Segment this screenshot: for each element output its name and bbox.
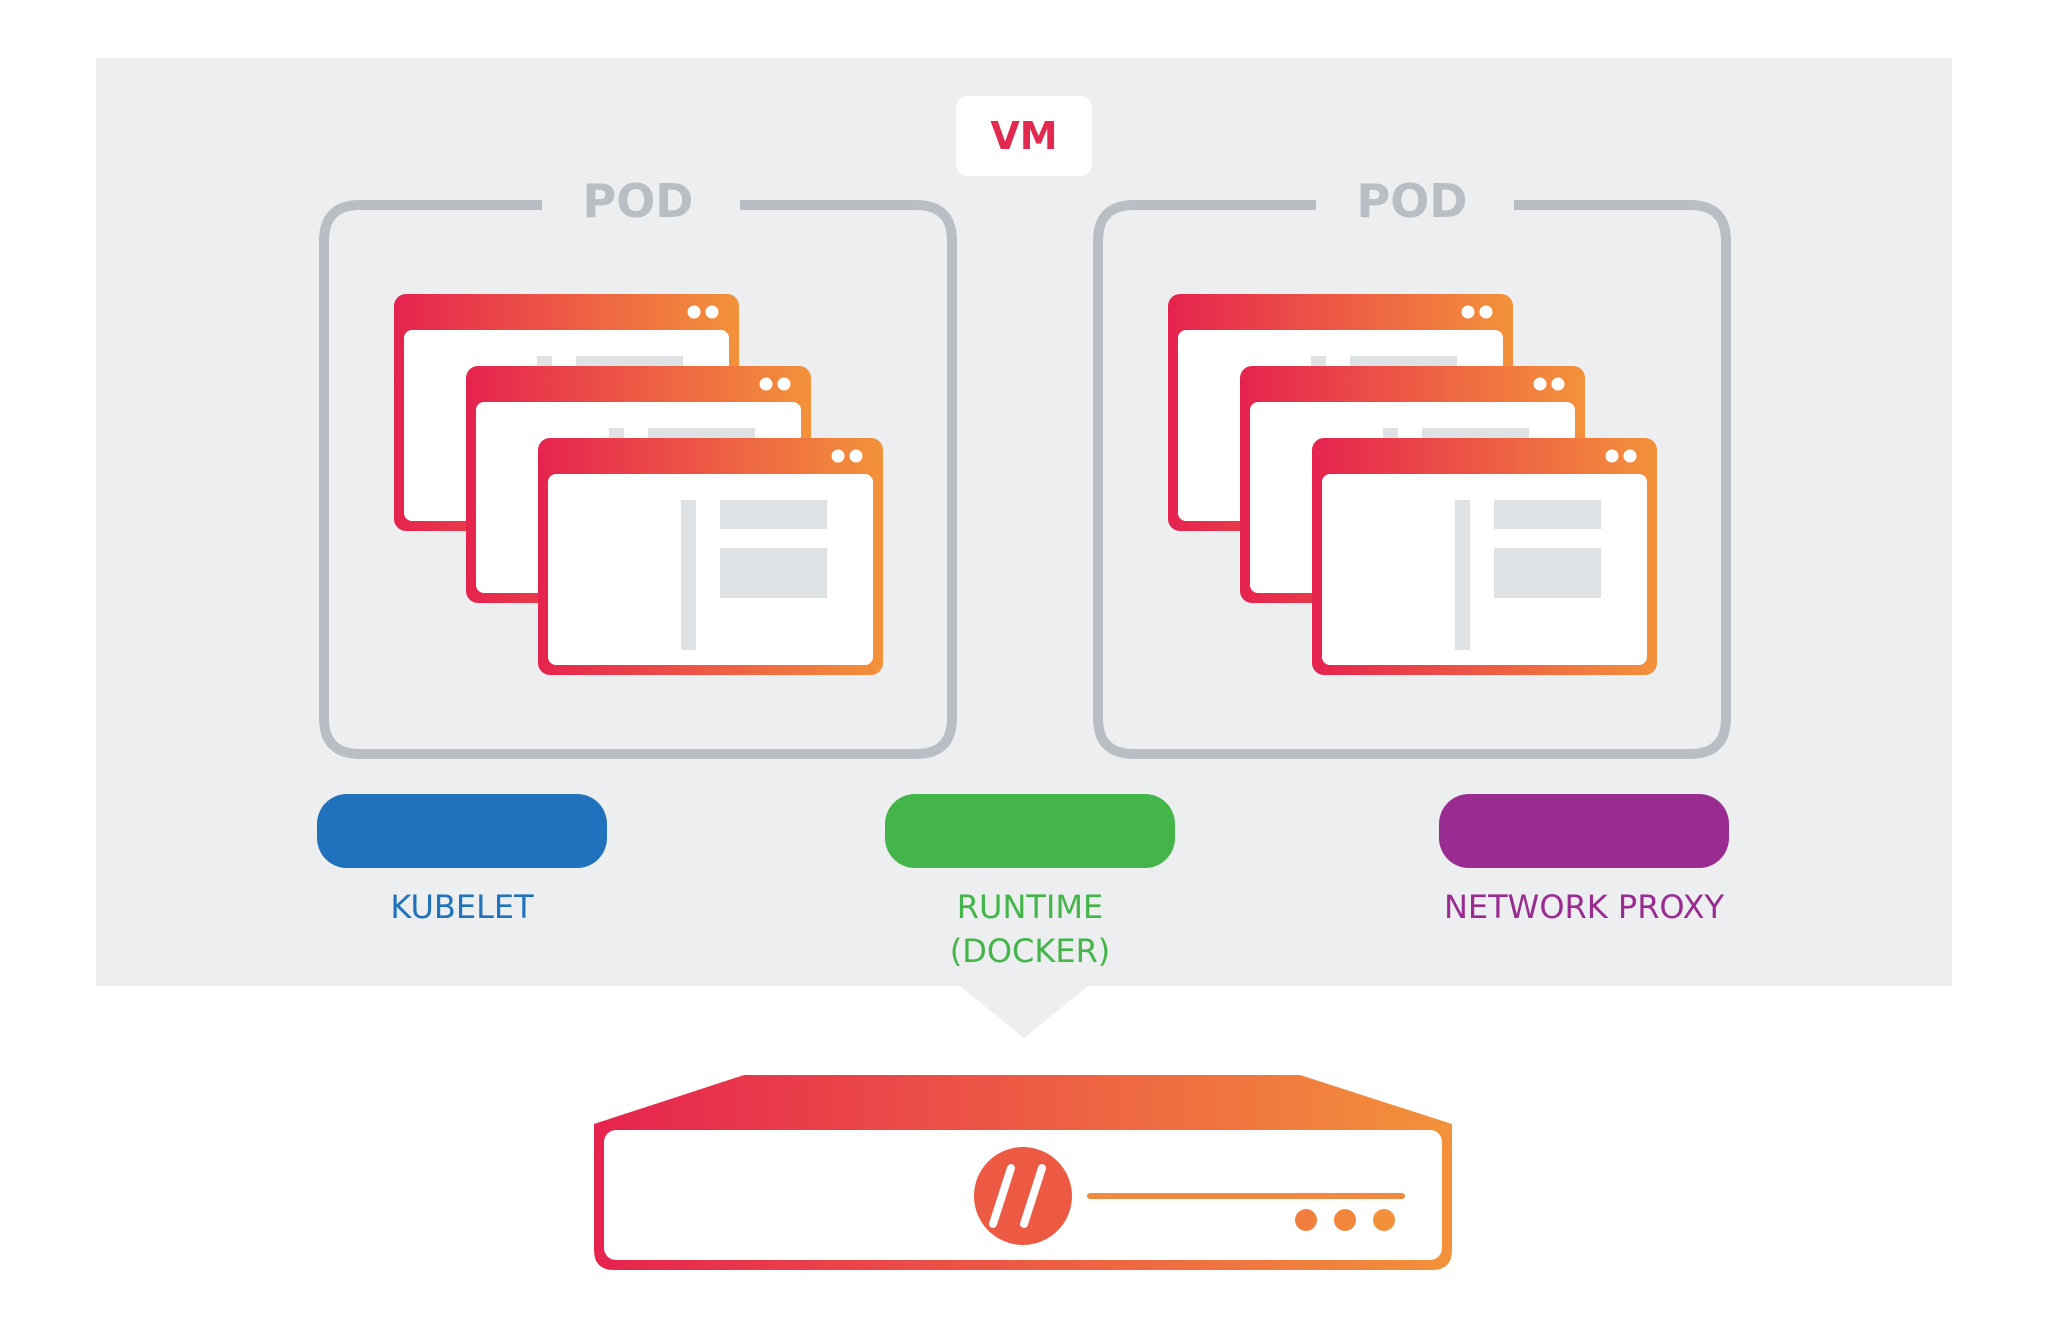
runtime-bar — [885, 794, 1175, 868]
pod-2: POD — [1093, 174, 1731, 759]
component-network-proxy: NETWORK PROXY — [1439, 794, 1729, 926]
pod-1-frame — [319, 200, 957, 759]
status-dot — [1295, 1209, 1317, 1231]
runtime-label: RUNTIME — [957, 888, 1103, 926]
kubelet-label: KUBELET — [390, 888, 534, 926]
component-kubelet: KUBELET — [317, 794, 607, 926]
pod-1-label: POD — [582, 174, 693, 228]
pod-2-frame — [1093, 200, 1731, 759]
vm-label-box: VM — [956, 96, 1092, 176]
status-dot — [1373, 1209, 1395, 1231]
container-1-3 — [538, 438, 883, 675]
double-slash-logo-icon — [974, 1147, 1072, 1245]
component-runtime: RUNTIME (DOCKER) — [885, 794, 1175, 970]
kubelet-bar — [317, 794, 607, 868]
runtime-label-docker: (DOCKER) — [950, 932, 1111, 970]
server-appliance-icon — [594, 1075, 1452, 1270]
pod-2-label: POD — [1356, 174, 1467, 228]
container-2-3 — [1312, 438, 1657, 675]
status-dot — [1334, 1209, 1356, 1231]
pod-1: POD — [319, 174, 957, 759]
vm-pointer — [960, 986, 1088, 1038]
network-proxy-bar — [1439, 794, 1729, 868]
vm-label: VM — [990, 114, 1057, 158]
network-proxy-label: NETWORK PROXY — [1444, 888, 1725, 926]
